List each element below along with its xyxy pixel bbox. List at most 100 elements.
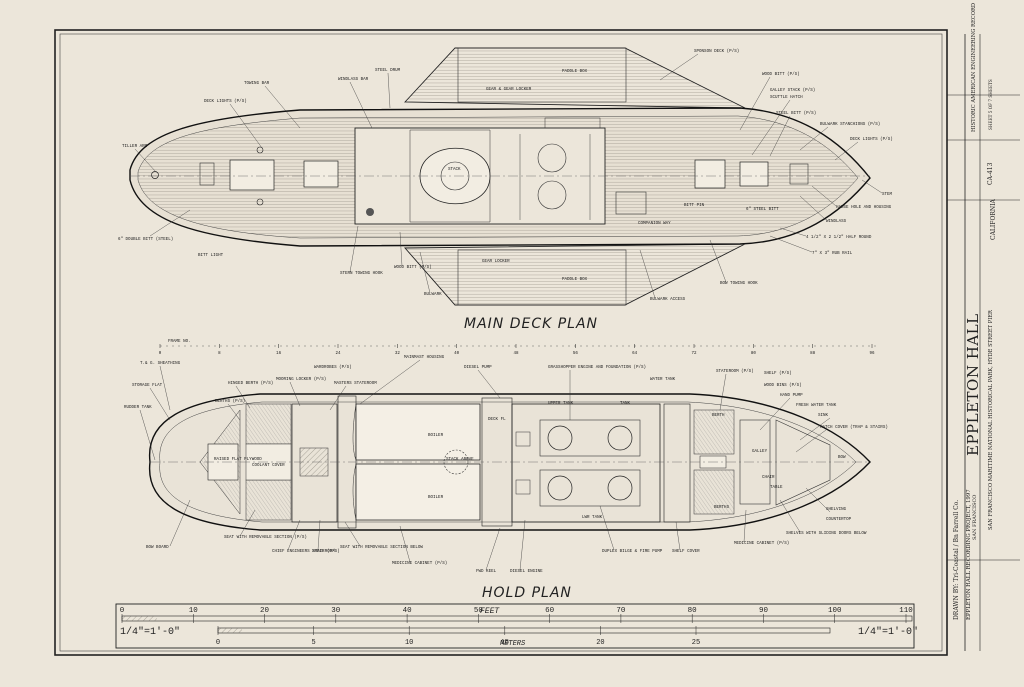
label-bulwark: BULWARK xyxy=(424,293,442,297)
drawn-by: DRAWN BY: Tri-Coastal / Bn Farrell Co. xyxy=(953,500,960,620)
label-wood-bins: WOOD BINS (P/S) xyxy=(764,383,802,388)
label-hand-pump: HAND PUMP xyxy=(780,394,803,398)
label-upper-tank: UPPER TANK xyxy=(548,402,574,406)
frame-number: 40 xyxy=(454,352,460,356)
label-mooring-locker: MOORING LOCKER (P/S) xyxy=(276,377,326,382)
label-rudder-tank: RUDDER TANK xyxy=(124,406,152,410)
location-left: SAN FRANCISCO xyxy=(972,495,978,540)
meter-tick-label: 0 xyxy=(216,639,220,647)
ship-name: EPPLETON HALL xyxy=(964,313,982,456)
frame-number: 80 xyxy=(751,352,757,356)
feet-tick-label: 100 xyxy=(828,607,842,615)
label-berths: BERTHS (P/S) xyxy=(215,399,245,404)
label-duplex: DUPLEX BILGE & FIRE PUMP xyxy=(602,550,663,554)
meter-tick-label: 20 xyxy=(596,639,604,647)
frame-number: 56 xyxy=(573,352,579,356)
main-deck-labels: TOWING BAR DECK LIGHTS (P/S) TILLER ARM … xyxy=(118,49,893,332)
project: EPPLETON HALL RECORDING PROJECT, 1997 xyxy=(966,489,972,620)
feet-tick-label: 20 xyxy=(260,607,270,615)
label-sink: SINK xyxy=(818,414,829,418)
label-stack-above: STACK ABOVE xyxy=(446,458,474,462)
frame-number: 0 xyxy=(159,352,162,356)
label-paddle-box-top: PADDLE BOX xyxy=(562,70,588,74)
feet-tick-label: 80 xyxy=(688,607,698,615)
label-towing-bar: TOWING BAR xyxy=(244,82,270,86)
main-deck-plan xyxy=(129,47,871,306)
label-lwr-tank: LWR TANK xyxy=(582,516,603,520)
label-table: TABLE xyxy=(770,486,783,490)
frame-number: 32 xyxy=(395,352,401,356)
label-rub-rail: 7" X 3" RUB RAIL xyxy=(812,251,853,256)
label-berths-right: BERTHS xyxy=(714,506,730,510)
label-shelves-sliding: SHELVES WITH SLIDING DOORS BELOW xyxy=(786,532,867,536)
label-double-bitt: 6" DOUBLE BITT (STEEL) xyxy=(118,237,173,242)
label-half-round: 4 1/2" X 2 1/2" HALF ROUND xyxy=(806,235,872,240)
meters-scale-bar xyxy=(217,627,831,634)
label-hatch-cover: HATCH COVER (TRAP & STAIRS) xyxy=(820,425,888,430)
label-boiler-top: BOILER xyxy=(428,434,444,438)
label-companion-way: COMPANION WAY xyxy=(638,222,671,226)
meter-tick-label: 25 xyxy=(692,639,700,647)
label-deck-lights-right: DECK LIGHTS (P/S) xyxy=(850,137,893,142)
label-coolant-cover: COOLANT COVER xyxy=(252,464,285,468)
frame-number: 64 xyxy=(632,352,638,356)
label-grasshopper: GRASSHOPPER ENGINE AND FOUNDATION (P/S) xyxy=(548,365,646,370)
label-windlass-bar: WINDLASS BAR xyxy=(338,78,369,82)
label-shelf: SHELF (P/S) xyxy=(312,549,340,554)
label-deck-lights: DECK LIGHTS (P/S) xyxy=(204,99,247,104)
label-medicine-right: MEDICINE CABINET (P/S) xyxy=(734,541,789,546)
feet-tick-label: 40 xyxy=(403,607,413,615)
main-deck-title: MAIN DECK PLAN xyxy=(464,316,598,332)
aft-hatch xyxy=(229,159,275,191)
label-wood-bitt-bottom: WOOD BITT (P/S) xyxy=(394,265,432,270)
label-diesel-pump: DIESEL PUMP xyxy=(464,366,492,370)
label-hawse-hole: HAWSE HOLE AND HOUSING xyxy=(836,206,892,210)
meter-tick-label: 10 xyxy=(405,639,413,647)
label-diesel-engine: DIESEL ENGINE xyxy=(510,570,543,574)
frame-number: 72 xyxy=(691,352,697,356)
frame-number: 96 xyxy=(869,352,875,356)
hold-labels: T.& G. SHEATHING STORAGE FLAT RUDDER TAN… xyxy=(124,356,888,601)
label-fresh-water: FRESH WATER TANK xyxy=(796,404,837,408)
frame-number: 24 xyxy=(335,352,341,356)
label-stateroom: STATEROOM (P/S) xyxy=(716,369,754,374)
label-tgs-sheathing: T.& G. SHEATHING xyxy=(140,362,181,366)
feet-tick-label: 70 xyxy=(616,607,626,615)
label-bitt-light: BITT LIGHT xyxy=(198,254,224,258)
label-bow-board: BOW BOARD xyxy=(146,546,169,550)
scale-text-right: 1/4"=1'-0" xyxy=(858,626,918,638)
label-windlass: WINDLASS xyxy=(826,220,847,224)
feet-tick-label: 30 xyxy=(331,607,341,615)
label-scuttle-hatch: SCUTTLE HATCH xyxy=(770,96,803,100)
label-steel-bitt-right: 6" STEEL BITT xyxy=(746,207,779,212)
label-bow: BOW xyxy=(838,456,846,460)
fwd-hatch xyxy=(694,159,726,189)
label-shelving: SHELVING xyxy=(826,508,847,512)
hold-plan xyxy=(148,393,871,531)
label-shelf-cover: SHELF COVER xyxy=(672,550,700,554)
engine-room xyxy=(511,403,661,523)
state: CALIFORNIA xyxy=(990,199,997,240)
label-wood-bitt-top: WOOD BITT (P/S) xyxy=(762,72,800,77)
label-galley: GALLEY xyxy=(752,450,768,454)
label-stack: STACK xyxy=(448,168,461,172)
label-paddle-box-bottom: PADDLE BOX xyxy=(562,278,588,282)
label-tank: TANK xyxy=(620,402,631,406)
title-block: DRAWN BY: Tri-Coastal / Bn Farrell Co. E… xyxy=(947,3,1020,651)
label-berth-right: BERTH xyxy=(712,414,725,418)
frame-number: 88 xyxy=(810,352,816,356)
label-sponson-deck: SPONSON DECK (P/S) xyxy=(694,49,739,54)
feet-tick-label: 50 xyxy=(474,607,484,615)
label-steel-drum: STEEL DRUM xyxy=(375,69,401,73)
label-storage-flat: STORAGE FLAT xyxy=(132,384,163,388)
frame-number: 8 xyxy=(218,352,221,356)
label-stern-towing-hook: STERN TOWING HOOK xyxy=(340,272,383,276)
label-gear-locker-top: GEAR & GEAR LOCKER xyxy=(486,88,532,92)
feet-tick-label: 90 xyxy=(759,607,769,615)
label-tiller-arm: TILLER ARM xyxy=(122,145,148,149)
hold-plan-title: HOLD PLAN xyxy=(482,585,572,601)
meters-label: METERS xyxy=(500,640,526,648)
sponson-bottom xyxy=(404,243,746,306)
